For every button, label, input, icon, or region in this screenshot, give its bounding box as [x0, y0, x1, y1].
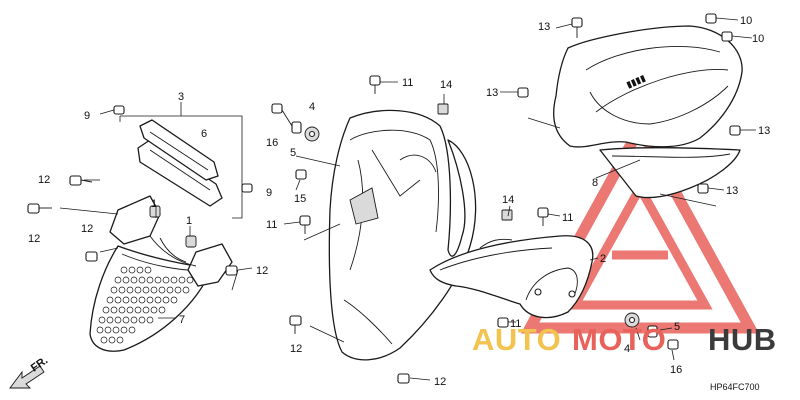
grille-mesh-part-7 — [89, 237, 213, 352]
bracket-assembly — [109, 119, 233, 287]
screw-part-13-d — [697, 183, 709, 194]
callout-11-a: 11 — [402, 77, 413, 89]
grommet-part-1-a — [149, 205, 161, 218]
fasteners — [27, 13, 741, 384]
diagram-code: HP64FC700 — [710, 382, 760, 392]
collar-part-5-a — [291, 121, 302, 134]
screw-part-9-a — [113, 105, 125, 115]
front-direction-arrow-icon — [9, 365, 45, 389]
callout-11-c: 11 — [562, 212, 573, 224]
callout-5-b: 5 — [674, 321, 680, 333]
callout-14-a: 14 — [440, 79, 452, 91]
screw-part-9-b — [241, 183, 253, 193]
callout-12-d: 12 — [256, 265, 268, 277]
callout-7: 7 — [179, 314, 185, 326]
bolt-part-16-a — [271, 103, 293, 127]
callout-4-b: 4 — [624, 343, 630, 355]
callout-13-a: 13 — [538, 21, 550, 33]
callout-12-f: 12 — [434, 376, 446, 388]
callout-8: 8 — [592, 177, 598, 189]
watermark-wordmark: AUTO MOTO HUB — [472, 322, 777, 357]
callout-11-b: 11 — [266, 219, 277, 231]
nut-part-15 — [295, 169, 307, 180]
watermark-triangle-inner — [567, 178, 713, 310]
screw-part-13-c — [729, 125, 741, 136]
nut-part-10-b — [721, 31, 733, 42]
callout-16-a: 16 — [266, 137, 278, 149]
callout-14-b: 14 — [502, 194, 514, 206]
collar-part-5-b — [647, 325, 658, 338]
callout-12-e: 12 — [290, 343, 302, 355]
bolt-part-12-d — [225, 265, 238, 276]
callout-3: 3 — [178, 91, 184, 103]
screw-part-13-a — [571, 17, 583, 38]
side-cowl-part-2 — [429, 235, 594, 319]
callout-labels: 3 9 6 12 9 1 1 12 12 12 7 11 14 4 16 5 1… — [28, 15, 770, 388]
bolt-part-16-b — [667, 339, 679, 350]
callout-13-d: 13 — [726, 185, 738, 197]
clip-part-14-b — [501, 209, 513, 221]
callout-12-c: 12 — [81, 223, 93, 235]
callout-6: 6 — [201, 128, 207, 140]
callout-1-b: 1 — [186, 215, 192, 227]
leader-lines — [59, 17, 756, 381]
watermark-triangle-outer — [520, 116, 760, 334]
callout-13-c: 13 — [758, 125, 770, 137]
screw-part-13-b — [517, 87, 529, 98]
bolt-part-12-a — [69, 175, 93, 186]
watermark-moto: MOTO — [572, 322, 666, 357]
watermark-logo — [520, 116, 760, 334]
callout-9-a: 9 — [84, 110, 90, 122]
callout-10-a: 10 — [740, 15, 752, 27]
bolt-part-12-e — [289, 315, 302, 334]
watermark-auto: AUTO — [472, 322, 561, 357]
callout-1-a: 1 — [151, 198, 157, 210]
callout-4-a: 4 — [309, 101, 315, 113]
bolt-part-11-d — [497, 317, 509, 328]
callout-11-d: 11 — [510, 318, 521, 330]
callout-9-b: 9 — [266, 187, 272, 199]
bolt-part-11-a — [369, 75, 381, 94]
washer-part-4-a — [304, 126, 320, 142]
bolt-part-12-b — [27, 203, 52, 214]
watermark-hub: HUB — [708, 322, 777, 357]
callout-10-b: 10 — [752, 33, 764, 45]
bolt-part-12-c — [85, 251, 98, 262]
bolt-part-12-f — [397, 373, 410, 384]
upper-cowl-part-8: ▮▮▮▮ — [553, 25, 743, 199]
callout-2: 2 — [600, 253, 606, 265]
callout-5-a: 5 — [290, 147, 296, 159]
callout-13-b: 13 — [486, 87, 498, 99]
center-cowl — [328, 109, 477, 361]
clip-part-14-a — [437, 103, 449, 115]
callout-15: 15 — [294, 193, 306, 205]
bolt-part-11-c — [537, 207, 549, 226]
rubber-strip-part-6 — [139, 119, 219, 181]
callout-16-b: 16 — [670, 364, 682, 376]
callout-12-a: 12 — [38, 174, 50, 186]
washer-part-4-b — [624, 312, 640, 328]
callout-12-b: 12 — [28, 233, 40, 245]
bolt-part-11-b — [299, 215, 311, 234]
grommet-part-1-b — [185, 235, 197, 248]
nut-part-10-a — [705, 13, 717, 24]
